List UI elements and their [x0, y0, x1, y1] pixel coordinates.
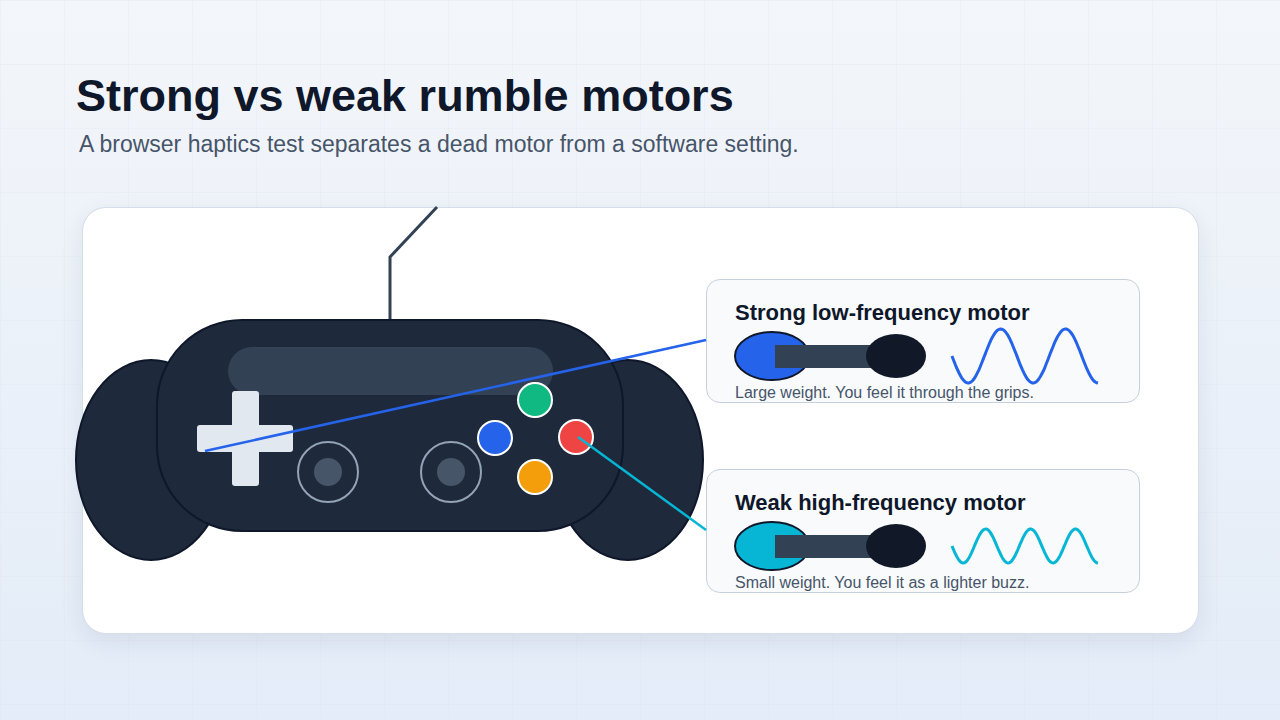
callout-box: Strong low-frequency motorLarge weight. … — [706, 279, 1140, 403]
callout-box: Weak high-frequency motorSmall weight. Y… — [706, 469, 1140, 593]
motor-description: Large weight. You feel it through the gr… — [735, 384, 1034, 402]
motor-heading: Weak high-frequency motor — [735, 490, 1026, 516]
diagram-caption: A browser haptics test separates a dead … — [79, 131, 799, 158]
diagram-title: Strong vs weak rumble motors — [76, 70, 734, 122]
motor-heading: Strong low-frequency motor — [735, 300, 1030, 326]
motor-description: Small weight. You feel it as a lighter b… — [735, 574, 1029, 592]
